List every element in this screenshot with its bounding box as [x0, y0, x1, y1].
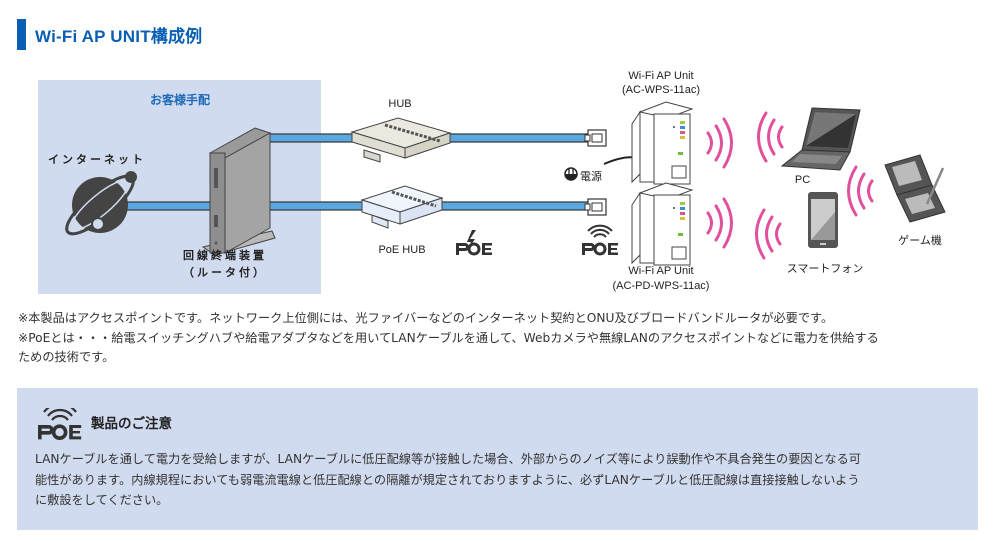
heading-accent-bar	[17, 19, 26, 50]
ap-unit-bottom-name: Wi-Fi AP Unit	[628, 265, 694, 277]
poe-hub-label: PoE HUB	[378, 244, 426, 256]
notice-title: 製品のご注意	[91, 416, 172, 432]
poe-logo-icon	[38, 408, 82, 440]
smartphone-icon	[808, 192, 838, 248]
notice-header: 製品のご注意	[37, 408, 172, 440]
wifi-waves-icon	[706, 197, 733, 249]
hub-label: HUB	[388, 98, 412, 110]
wifi-waves-icon	[755, 208, 782, 260]
router-label-line1: 回線終端装置	[183, 250, 267, 262]
internet-globe-icon	[65, 171, 137, 236]
pc-label: PC	[794, 174, 811, 186]
ap-unit-top-model: (AC-WPS-11ac)	[621, 84, 701, 96]
section-heading: Wi-Fi AP UNIT構成例	[17, 19, 202, 50]
lan-plug-icon	[584, 198, 607, 216]
game-console-label: ゲーム機	[898, 235, 942, 247]
wifi-waves-icon	[847, 165, 874, 217]
poe-wifi-logo-icon	[580, 224, 620, 257]
customer-area-label: お客様手配	[149, 93, 210, 107]
router-label-line2: （ルータ付）	[183, 267, 267, 279]
notice-text-line: 能性があります。内線規程においても弱電流電線と低圧配線との隔離が規定されておりま…	[35, 472, 860, 487]
smartphone-label: スマートフォン	[786, 263, 864, 275]
ap-unit-top-icon	[631, 101, 693, 185]
diagram-graphics	[38, 80, 946, 294]
wifi-waves-icon	[757, 111, 784, 163]
ap-unit-bottom-model: (AC-PD-WPS-11ac)	[612, 280, 710, 292]
note-poe-definition: ※PoEとは・・・給電スイッチングハブや給電アダプタなどを用いてLANケーブルを…	[18, 330, 879, 345]
power-label: 電源	[580, 171, 602, 183]
note-access-point: ※本製品はアクセスポイントです。ネットワーク上位側には、光ファイバーなどのインタ…	[18, 311, 834, 325]
power-icon	[564, 167, 578, 181]
poe-hub-device-icon	[360, 185, 444, 229]
pc-laptop-icon	[780, 107, 861, 171]
hub-device-icon	[350, 117, 452, 163]
router-device-icon	[201, 127, 276, 256]
internet-label: インターネット	[48, 154, 146, 166]
poe-power-logo-icon	[454, 230, 494, 257]
game-console-icon	[884, 154, 946, 223]
notice-text-line: に敷設をしてください。	[35, 493, 169, 507]
notice-body: LANケーブルを通して電力を受給しますが、LANケーブルに低圧配線等が接触した場…	[35, 449, 965, 511]
note-poe-definition-cont: ための技術です。	[18, 350, 115, 364]
notice-text-line: LANケーブルを通して電力を受給しますが、LANケーブルに低圧配線等が接触した場…	[35, 452, 861, 466]
product-notice-box: 製品のご注意 LANケーブルを通して電力を受給しますが、LANケーブルに低圧配線…	[17, 388, 978, 530]
wifi-waves-icon	[706, 117, 733, 169]
ap-unit-bottom-icon	[631, 182, 693, 266]
network-diagram: お客様手配 インターネット 回線終端装置 （ルータ付） HUB PoE HUB …	[0, 60, 1000, 300]
ap-unit-top-name: Wi-Fi AP Unit	[628, 70, 694, 82]
notes-section: ※本製品はアクセスポイントです。ネットワーク上位側には、光ファイバーなどのインタ…	[18, 309, 978, 368]
page-title: Wi-Fi AP UNIT構成例	[35, 27, 203, 46]
lan-plug-icon	[584, 129, 607, 147]
